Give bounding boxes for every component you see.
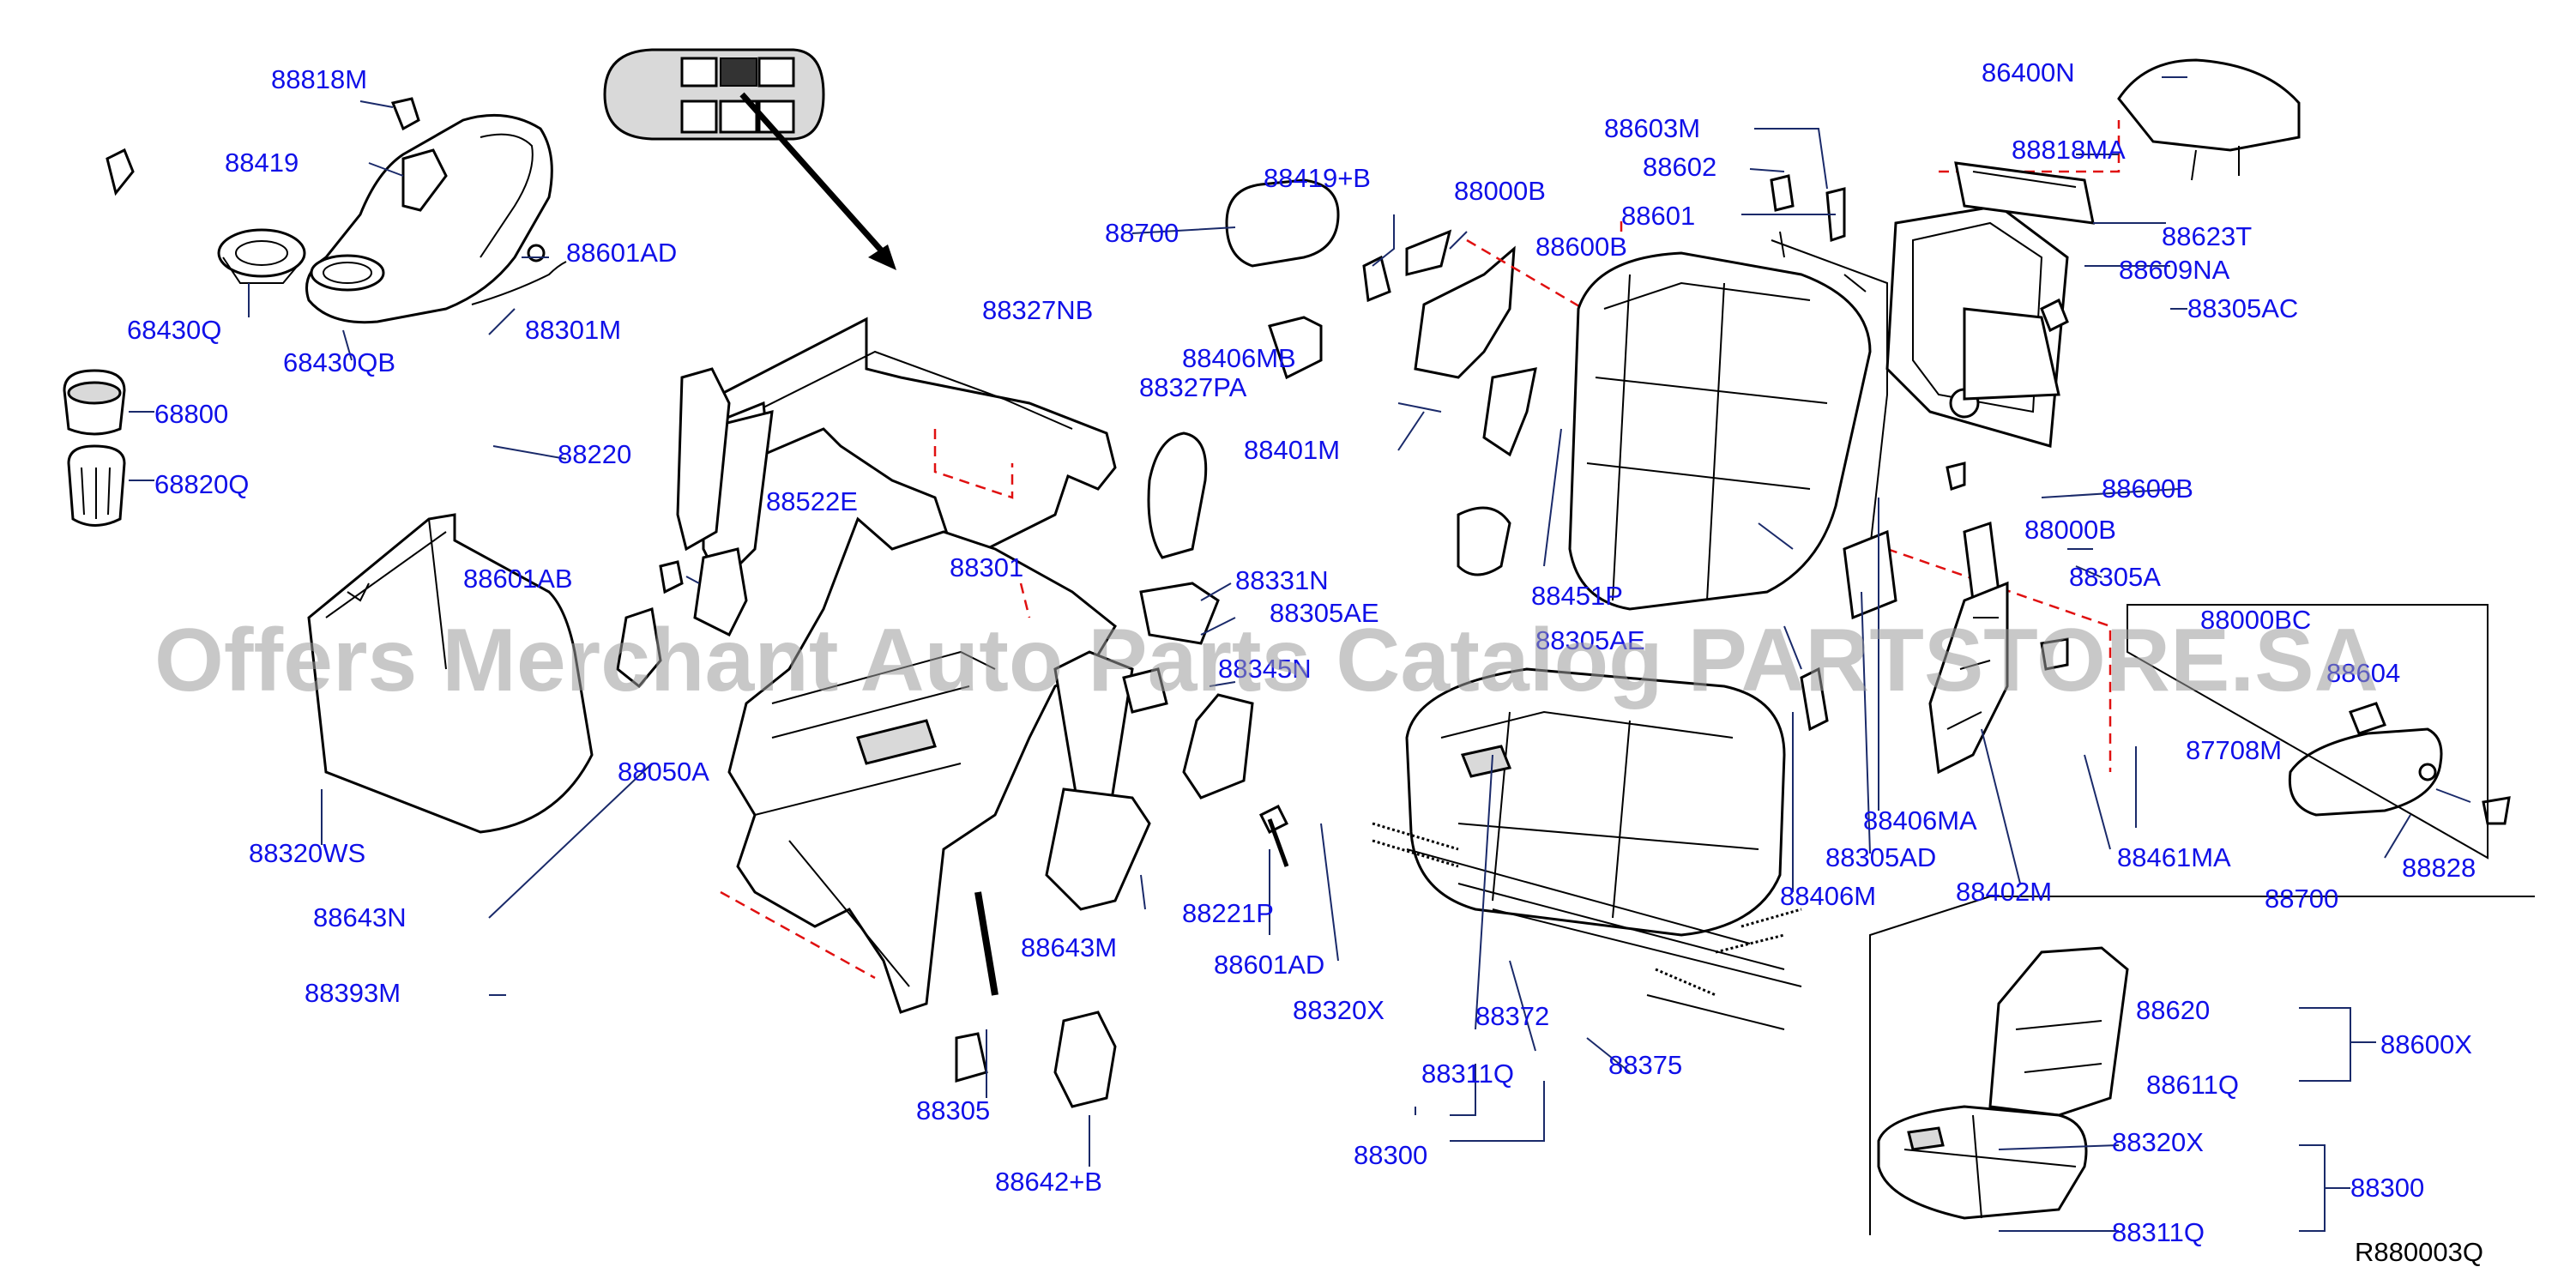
seat-frame-group bbox=[616, 120, 2121, 1108]
label-68430q: 68430Q bbox=[127, 315, 221, 345]
label-88372: 88372 bbox=[1475, 1001, 1549, 1031]
label-88393m: 88393M bbox=[305, 978, 401, 1008]
label-88419b: 88419+B bbox=[1264, 163, 1371, 193]
label-88401m: 88401M bbox=[1244, 435, 1340, 465]
label-88601ad-top: 88601AD bbox=[566, 238, 677, 268]
label-87708m: 87708M bbox=[2186, 735, 2282, 765]
cup-holder-armrest-group bbox=[63, 97, 567, 527]
label-88451p: 88451P bbox=[1531, 581, 1623, 611]
label-88601: 88601 bbox=[1621, 201, 1695, 231]
label-88406mb: 88406MB bbox=[1182, 343, 1296, 373]
label-88620: 88620 bbox=[2136, 995, 2210, 1025]
label-88600b-top: 88600B bbox=[1535, 232, 1627, 262]
label-88602: 88602 bbox=[1643, 152, 1716, 182]
label-86400n: 86400N bbox=[1982, 57, 2075, 87]
label-88300-inset: 88300 bbox=[2350, 1173, 2424, 1203]
label-68800: 68800 bbox=[154, 399, 228, 429]
diagram-code: R880003Q bbox=[2355, 1237, 2483, 1267]
label-88700-right: 88700 bbox=[2265, 884, 2338, 914]
label-88600b-right: 88600B bbox=[2102, 474, 2193, 504]
label-88220: 88220 bbox=[558, 439, 631, 469]
label-68430qb: 68430QB bbox=[283, 347, 395, 377]
label-88522e: 88522E bbox=[766, 486, 858, 516]
label-88609na: 88609NA bbox=[2119, 255, 2230, 285]
label-88301m: 88301M bbox=[525, 315, 621, 345]
label-68820q: 68820Q bbox=[154, 469, 249, 499]
label-88643n: 88643N bbox=[313, 902, 407, 932]
label-88345n: 88345N bbox=[1218, 654, 1312, 684]
label-88320x-inset: 88320X bbox=[2112, 1127, 2204, 1157]
label-88406ma: 88406MA bbox=[1863, 805, 1977, 836]
label-88419: 88419 bbox=[225, 148, 299, 178]
label-88305ac: 88305AC bbox=[2187, 293, 2298, 323]
label-88221p: 88221P bbox=[1182, 898, 1274, 928]
label-88604: 88604 bbox=[2326, 658, 2400, 688]
label-88402m: 88402M bbox=[1956, 877, 2052, 907]
seat-cushion-group bbox=[1372, 667, 1829, 1030]
label-88331n: 88331N bbox=[1235, 565, 1329, 595]
label-88642b: 88642+B bbox=[995, 1167, 1102, 1197]
complete-seat-inset bbox=[1869, 896, 2535, 1235]
label-88301: 88301 bbox=[950, 552, 1023, 582]
label-88643m: 88643M bbox=[1021, 932, 1117, 962]
label-88320x-center: 88320X bbox=[1293, 995, 1385, 1025]
label-88320ws: 88320WS bbox=[249, 838, 365, 868]
label-88300-center: 88300 bbox=[1354, 1140, 1427, 1170]
label-88327pa: 88327PA bbox=[1139, 372, 1247, 402]
label-88611q: 88611Q bbox=[2146, 1070, 2239, 1100]
leader-lines bbox=[321, 76, 2187, 1167]
label-88601ab: 88601AB bbox=[463, 564, 573, 594]
label-88327nb: 88327NB bbox=[982, 295, 1093, 325]
part-labels: 88818M 88419 88601AD 68430Q 68430QB 8830… bbox=[127, 57, 2476, 1247]
label-88311q-center: 88311Q bbox=[1421, 1059, 1514, 1089]
label-88600x: 88600X bbox=[2380, 1029, 2472, 1059]
label-88818ma: 88818MA bbox=[2012, 135, 2126, 165]
label-88461ma: 88461MA bbox=[2117, 842, 2231, 872]
seat-back-group bbox=[1568, 58, 2301, 611]
label-88305ae-center: 88305AE bbox=[1535, 625, 1645, 655]
label-88000bc: 88000BC bbox=[2200, 605, 2311, 635]
label-88818m: 88818M bbox=[271, 64, 367, 94]
seat-bracket-armrest-group bbox=[1843, 521, 2511, 860]
label-88700-left: 88700 bbox=[1105, 218, 1179, 248]
label-88603m: 88603M bbox=[1604, 113, 1700, 143]
label-88000b-right: 88000B bbox=[2024, 515, 2116, 545]
watermark: Offers Merchant Auto Parts Catalog PARTS… bbox=[154, 611, 2379, 710]
storage-bin-88320WS bbox=[307, 513, 594, 834]
vehicle-seat-layout-inset bbox=[603, 48, 896, 270]
label-88311q-inset: 88311Q bbox=[2112, 1217, 2205, 1247]
label-88406m: 88406M bbox=[1780, 881, 1876, 911]
label-88601ad-bottom: 88601AD bbox=[1214, 950, 1324, 980]
label-88828: 88828 bbox=[2402, 853, 2476, 883]
label-88623t: 88623T bbox=[2162, 221, 2252, 251]
label-88305a: 88305A bbox=[2069, 562, 2161, 592]
label-88050a: 88050A bbox=[618, 757, 709, 787]
label-88305ad: 88305AD bbox=[1825, 842, 1936, 872]
label-88375: 88375 bbox=[1608, 1050, 1682, 1080]
label-88305: 88305 bbox=[916, 1095, 990, 1125]
label-88305ae-left: 88305AE bbox=[1270, 598, 1379, 628]
label-88000b-top: 88000B bbox=[1454, 176, 1546, 206]
